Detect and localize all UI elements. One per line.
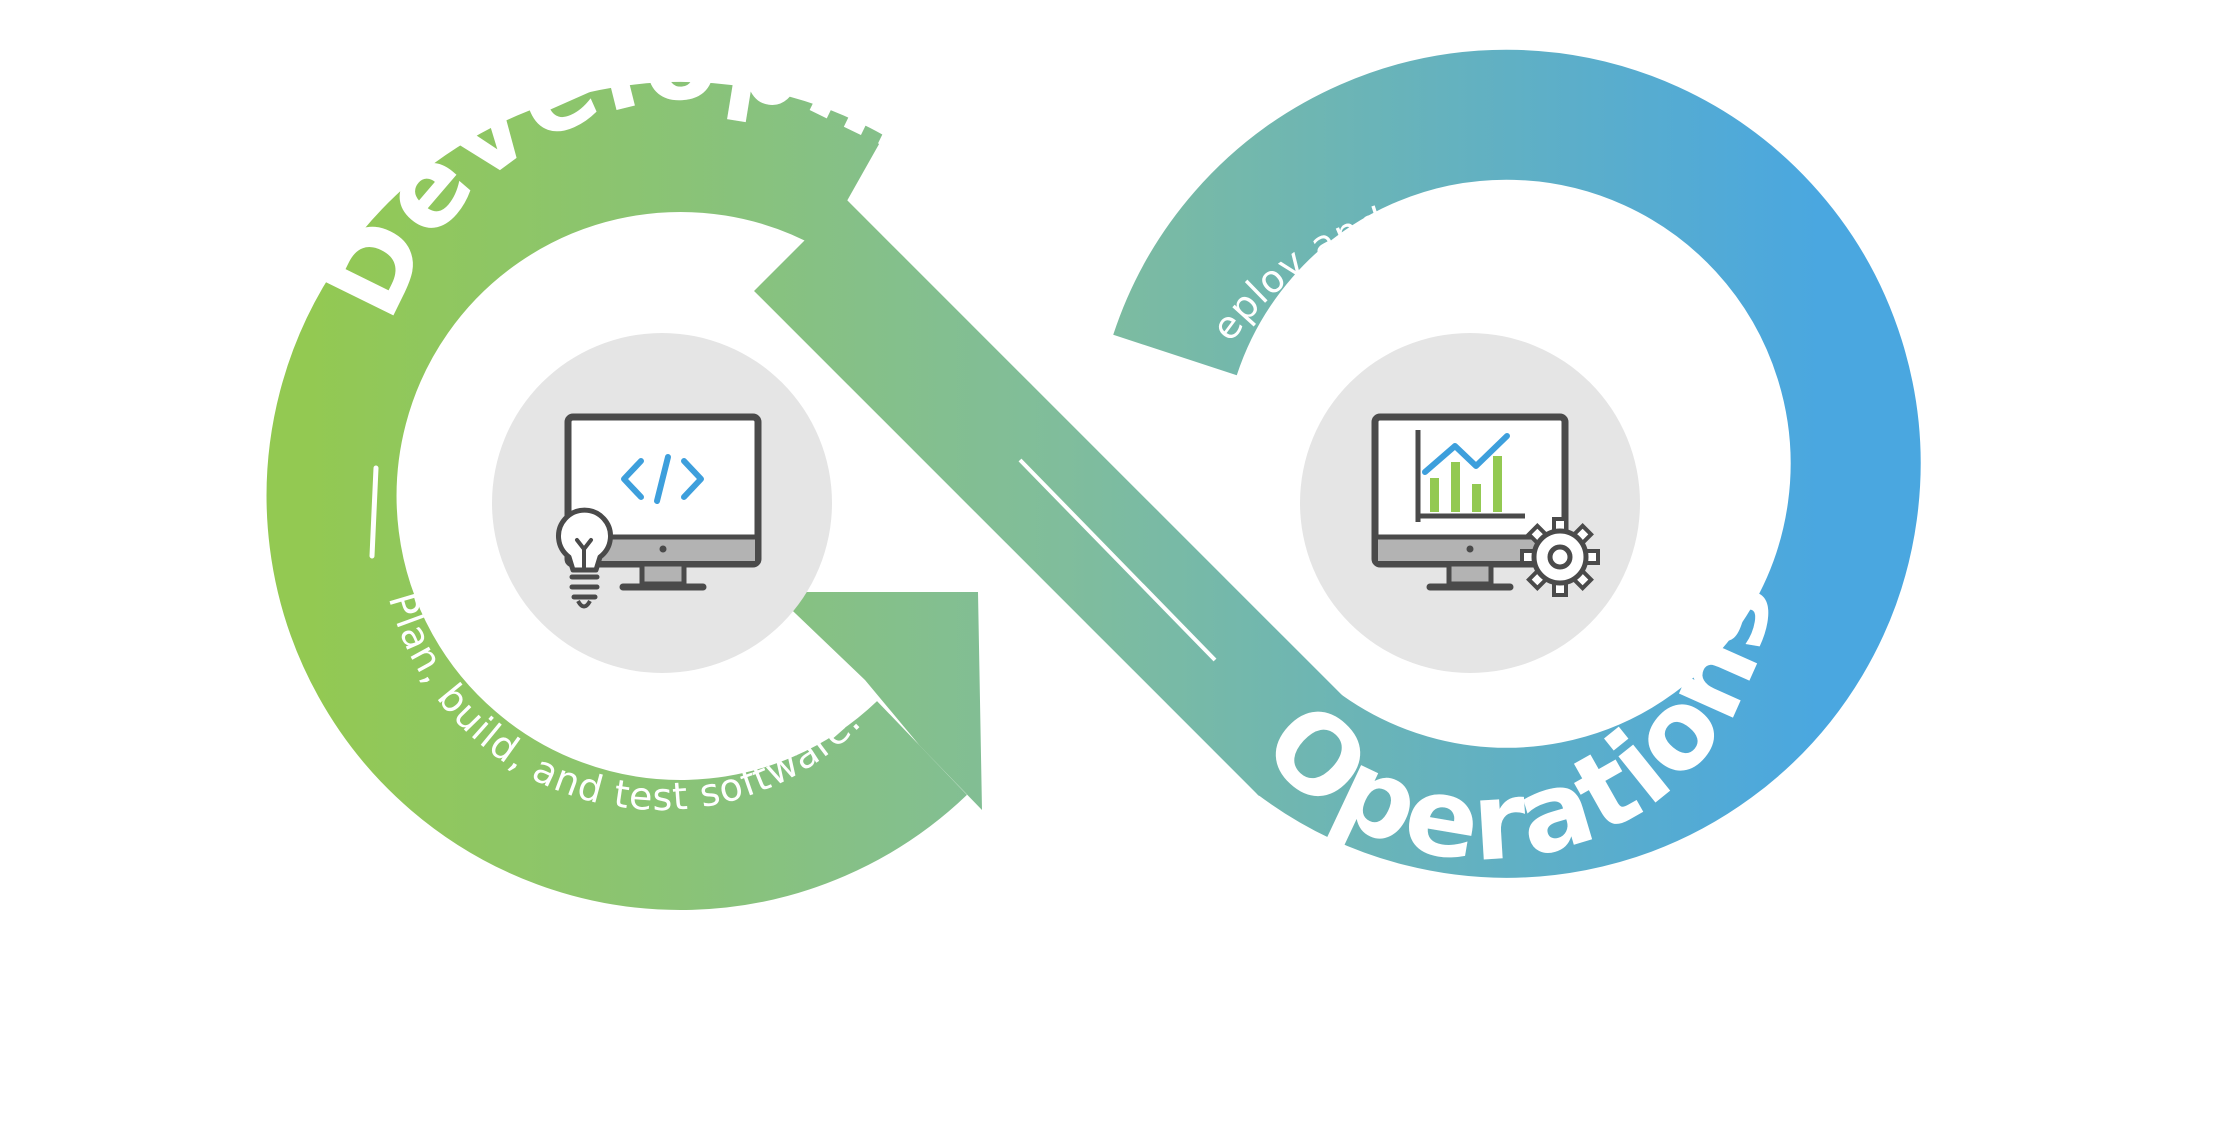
- monitor-code-lightbulb-icon: [556, 413, 762, 609]
- monitor-chart-gear-icon: [1371, 413, 1600, 597]
- operations-loop-band: [1113, 49, 1921, 878]
- infinity-loop: [266, 49, 1921, 910]
- operations-caption-dash: [1743, 467, 1751, 521]
- development-loop-band: [266, 82, 967, 910]
- development-caption-dash: [369, 465, 379, 559]
- development-arrowhead: [773, 592, 982, 810]
- separator-line: [1018, 458, 1217, 662]
- infinity-crossing-band: [754, 199, 1351, 796]
